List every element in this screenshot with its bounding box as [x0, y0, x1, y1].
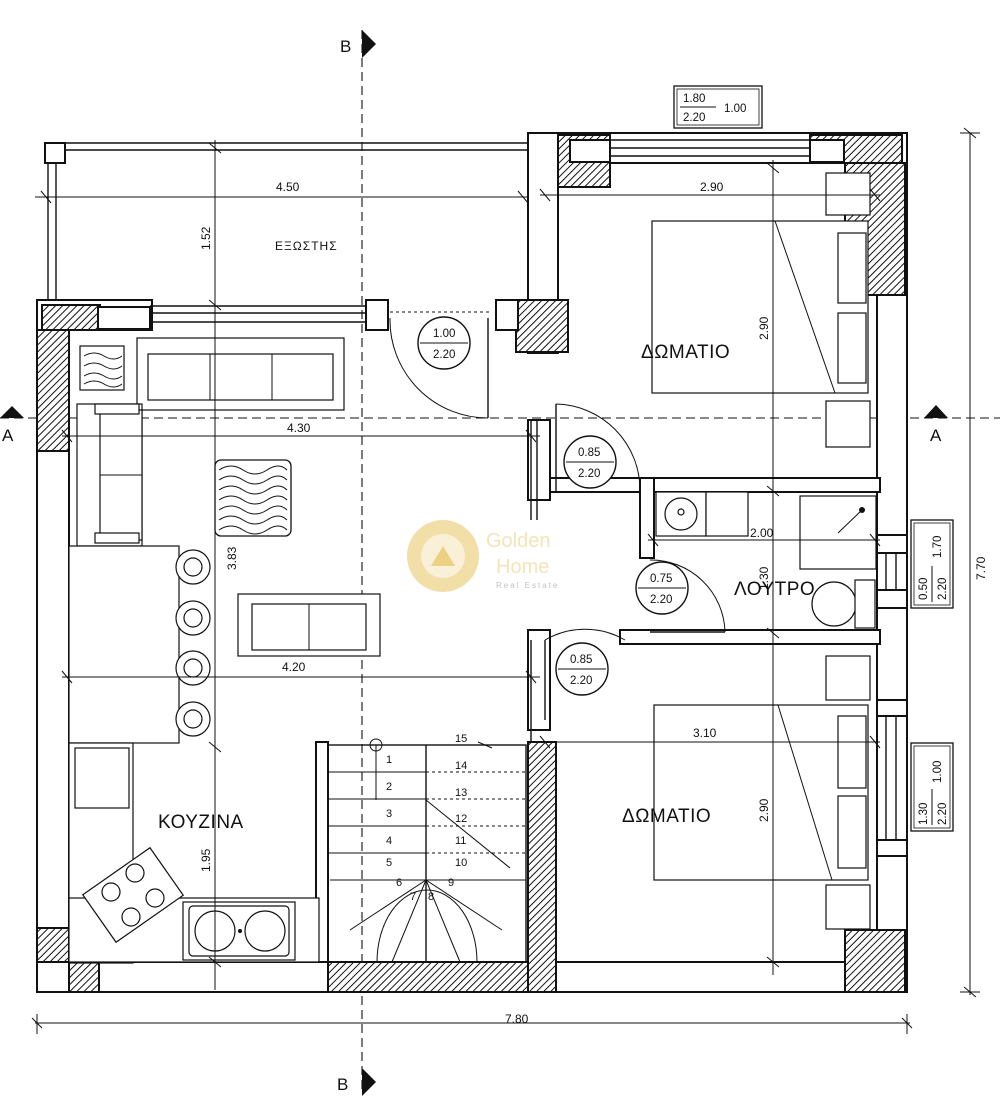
dim-total-depth: 7.70 — [974, 556, 988, 580]
stair-step: 2 — [386, 781, 392, 793]
dimension-lines: 4.50 1.52 4.30 3.83 4.20 1.95 2.90 2.90 — [31, 127, 988, 1034]
kitchen-island — [68, 545, 180, 744]
stair-step: 15 — [455, 733, 467, 745]
door-tag-bedroom1: 0.85 2.20 — [563, 435, 617, 489]
door-tag-main-width: 1.00 — [433, 328, 455, 340]
window-tag-bedroom2-width: 1.30 — [918, 803, 930, 825]
door-tag-bath: 0.75 2.20 — [635, 561, 689, 615]
room-label-bedroom-top: ΔΩΜΑΤΙΟ — [641, 342, 730, 363]
door-tag-bedroom1-height: 2.20 — [578, 468, 600, 480]
dim-balcony-depth: 1.52 — [199, 226, 213, 250]
dim-bed1-depth: 2.90 — [757, 316, 771, 340]
dim-bed2-width: 3.10 — [693, 726, 717, 740]
window-tag-bedroom1-width: 1.80 — [683, 93, 705, 105]
section-marker-b-top-label: B — [340, 37, 351, 56]
staircase: 1 2 3 4 5 6 7 8 9 10 11 12 13 14 15 — [327, 733, 527, 963]
bar-stools — [175, 549, 211, 737]
stair-step: 13 — [455, 787, 467, 799]
window-tag-bath: 0.50 2.20 1.70 — [910, 519, 954, 609]
nightstands-top — [825, 172, 871, 448]
stair-step: 14 — [455, 760, 467, 772]
watermark-line3: Real Estate — [496, 581, 559, 590]
window-tag-bedroom2: 1.30 2.20 1.00 — [910, 742, 954, 832]
coffee-table — [214, 459, 292, 537]
dim-bed1-width: 2.90 — [700, 180, 724, 194]
dim-living-width: 4.30 — [287, 421, 311, 435]
section-marker-a-left-label: A — [2, 426, 14, 445]
door-tag-bath-height: 2.20 — [650, 594, 672, 606]
door-tag-main: 1.00 2.20 — [417, 316, 471, 370]
door-tag-bedroom2: 0.85 2.20 — [555, 642, 609, 696]
stair-step: 11 — [455, 835, 466, 847]
section-marker-a-right: A — [924, 405, 948, 445]
window-tag-bath-height: 2.20 — [937, 578, 949, 600]
dim-bath-width: 2.00 — [750, 526, 774, 540]
window-tag-bedroom2-sill: 1.00 — [932, 761, 944, 783]
door-tag-bath-width: 0.75 — [650, 573, 672, 585]
window-tag-bath-width: 0.50 — [918, 578, 930, 600]
door-tag-bedroom2-height: 2.20 — [570, 675, 592, 687]
room-label-kitchen: ΚΟΥΖΙΝΑ — [158, 812, 244, 833]
stair-step: 9 — [448, 877, 454, 889]
watermark-line2: Home — [496, 556, 549, 578]
stair-step: 3 — [386, 808, 392, 820]
dim-balcony-width: 4.50 — [276, 180, 300, 194]
room-label-balcony: ΕΞΩΣΤΗΣ — [275, 239, 338, 253]
dim-dining-width: 4.20 — [282, 660, 306, 674]
bathroom-fixtures — [655, 491, 877, 629]
section-marker-b-top: B — [340, 30, 376, 58]
dim-living-depth: 3.83 — [225, 546, 239, 570]
watermark-line1: Golden — [486, 530, 551, 552]
nightstands-bottom — [825, 655, 871, 930]
cooktop — [81, 846, 185, 944]
stair-step-numbers: 1 2 3 4 5 6 7 8 9 10 11 12 13 14 15 — [386, 733, 467, 903]
bed-top — [651, 220, 869, 394]
walls — [36, 132, 908, 993]
room-label-bedroom-bottom: ΔΩΜΑΤΙΟ — [622, 806, 711, 827]
sofa-top — [136, 337, 345, 411]
door-bedroom2 — [530, 628, 626, 742]
window-tag-bedroom1: 1.80 2.20 1.00 — [673, 85, 763, 129]
main-door — [389, 311, 490, 419]
dim-kitchen-depth: 1.95 — [199, 848, 213, 872]
section-marker-a-left: A — [0, 406, 24, 445]
section-marker-a-right-label: A — [930, 426, 942, 445]
stair-step: 8 — [428, 891, 434, 903]
window-tag-bath-sill: 1.70 — [932, 536, 944, 558]
stair-step: 12 — [455, 813, 467, 825]
room-label-bathroom: ΛΟΥΤΡΟ — [734, 579, 815, 600]
window-tag-bedroom1-height: 2.20 — [683, 112, 705, 124]
stair-step: 1 — [386, 754, 392, 766]
dim-bed2-depth: 2.90 — [757, 798, 771, 822]
stair-step: 6 — [396, 877, 402, 889]
kitchen-sink — [182, 901, 296, 961]
stair-step: 10 — [455, 857, 467, 869]
sofa-left — [76, 403, 143, 547]
dim-total-width: 7.80 — [505, 1012, 529, 1026]
door-tag-bedroom2-width: 0.85 — [570, 654, 592, 666]
door-bath — [649, 559, 726, 633]
watermark: Golden Home Real Estate — [407, 520, 559, 592]
side-table — [79, 345, 125, 391]
window-tag-bedroom2-height: 2.20 — [937, 803, 949, 825]
dim-bath-depth: 1.30 — [757, 566, 771, 590]
stair-step: 7 — [410, 891, 416, 903]
armchair — [237, 593, 381, 657]
stair-step: 5 — [386, 857, 392, 869]
door-tag-bedroom1-width: 0.85 — [578, 447, 600, 459]
stair-step: 4 — [386, 835, 392, 847]
door-tag-main-height: 2.20 — [433, 349, 455, 361]
balcony: ΕΞΩΣΤΗΣ — [44, 142, 530, 300]
section-marker-b-bottom-label: B — [337, 1075, 348, 1094]
section-marker-b-bottom: B — [337, 1068, 376, 1096]
window-tag-bedroom1-sill: 1.00 — [724, 103, 746, 115]
bed-bottom — [653, 704, 869, 881]
